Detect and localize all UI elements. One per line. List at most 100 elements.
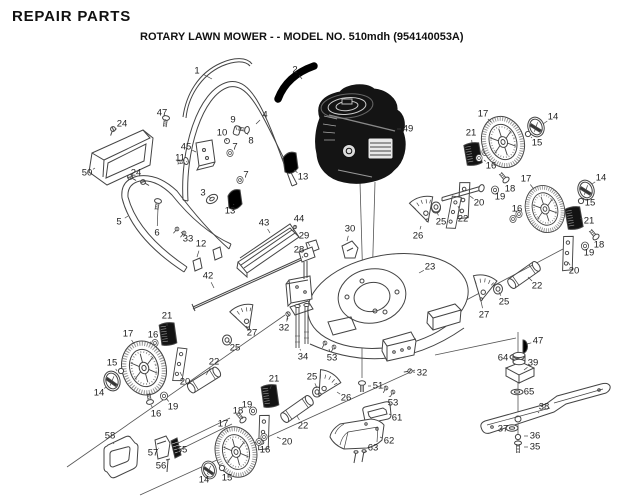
leader-line [92, 167, 96, 170]
wheel-assembly-bottom-center [199, 367, 344, 484]
leader-line [222, 469, 225, 472]
wheel-assembly-right [469, 177, 601, 304]
handle-bracket-group [103, 435, 182, 479]
part-callout: 26 [412, 230, 424, 242]
leader-line [258, 442, 261, 445]
leader-line [149, 341, 152, 345]
leader-line [158, 447, 160, 449]
part-callout: 13 [297, 171, 309, 183]
leader-line [150, 404, 153, 409]
leader-line [418, 270, 425, 274]
leader-line [267, 228, 271, 234]
part-callout: 47 [156, 107, 168, 119]
part-callout: 35 [529, 441, 541, 453]
leader-line [526, 342, 532, 345]
leader-line [164, 119, 167, 122]
part-callout: 19 [583, 247, 595, 259]
deck-bolts-34 [294, 303, 310, 348]
part-callout: 22 [457, 213, 469, 225]
part-callout: 22 [297, 420, 309, 432]
leader-line [379, 436, 383, 439]
grip-13-left [227, 189, 243, 210]
part-callout: 17 [520, 173, 532, 185]
leader-line [286, 317, 289, 322]
leader-line [483, 159, 486, 162]
leader-line [245, 325, 248, 328]
part-callout: 61 [391, 412, 403, 424]
leader-line [156, 207, 159, 227]
leader-line [205, 367, 211, 376]
part-callout: 25 [306, 371, 318, 383]
leader-line [129, 177, 131, 179]
leader-line [388, 413, 391, 416]
leader-line [299, 348, 301, 351]
leader-line [299, 75, 303, 80]
part-callout: 14 [547, 111, 559, 123]
part-callout: 10 [216, 127, 228, 139]
leader-line [113, 128, 117, 132]
leader-line [579, 217, 583, 220]
part-callout: 7 [232, 141, 238, 153]
leader-line [294, 225, 297, 228]
leader-line [208, 196, 212, 199]
leader-line [591, 181, 596, 185]
part-callout: 44 [293, 213, 305, 225]
part-callout: 20 [568, 265, 580, 277]
handle-hardware [107, 114, 251, 205]
leader-line [523, 367, 528, 371]
leader-line [527, 276, 533, 282]
part-callout: 20 [179, 376, 191, 388]
part-callout: 57 [147, 447, 159, 459]
part-callout: 58 [104, 430, 116, 442]
part-callout: 7 [243, 169, 249, 181]
part-callout: 47 [532, 335, 544, 347]
leader-line [293, 169, 298, 173]
leader-line [301, 256, 304, 259]
leader-line [487, 118, 492, 123]
wheel-assembly-top-right [431, 108, 548, 231]
part-callout: 51 [372, 380, 384, 392]
part-callout: 24 [130, 167, 142, 179]
part-callout: 12 [195, 238, 207, 250]
axis-lines [66, 181, 564, 496]
part-callout: 50 [81, 167, 93, 179]
part-callout: 39 [527, 357, 539, 369]
leader-line [179, 371, 183, 376]
part-callout: 19 [241, 399, 253, 411]
wheel-assembly-bottom-left [101, 300, 262, 406]
leader-line [307, 241, 311, 247]
leader-line [582, 197, 585, 200]
leader-line [255, 119, 261, 125]
part-callout: 20 [473, 197, 485, 209]
part-callout: 34 [297, 351, 309, 363]
leader-line [124, 215, 129, 219]
leader-line [235, 126, 238, 131]
leader-line [419, 225, 422, 230]
leader-line [180, 231, 184, 235]
part-callout: 16 [150, 408, 162, 420]
mulch-plate-group [329, 401, 392, 464]
part-callout: 17 [217, 418, 229, 430]
part-callout: 62 [383, 435, 395, 447]
leader-line [388, 395, 390, 398]
part-callout: 14 [198, 474, 210, 486]
part-callout: 25 [435, 216, 447, 228]
leader-line [115, 368, 118, 372]
throttle-cable [182, 58, 253, 119]
part-callout: 32 [416, 367, 428, 379]
part-callout: 25 [229, 342, 241, 354]
leader-line [233, 203, 235, 206]
part-callout: 15 [531, 137, 543, 149]
part-callout: 30 [344, 223, 356, 235]
handle-grip [274, 62, 318, 103]
leader-line [185, 161, 188, 163]
leader-line [203, 73, 213, 80]
part-callout: 21 [583, 215, 595, 227]
part-callout: 16 [259, 444, 271, 456]
part-callout: 17 [122, 328, 134, 340]
part-callout: 2 [292, 64, 298, 76]
leader-line [246, 132, 249, 135]
mower-deck [285, 239, 469, 362]
part-callout: 18 [232, 405, 244, 417]
